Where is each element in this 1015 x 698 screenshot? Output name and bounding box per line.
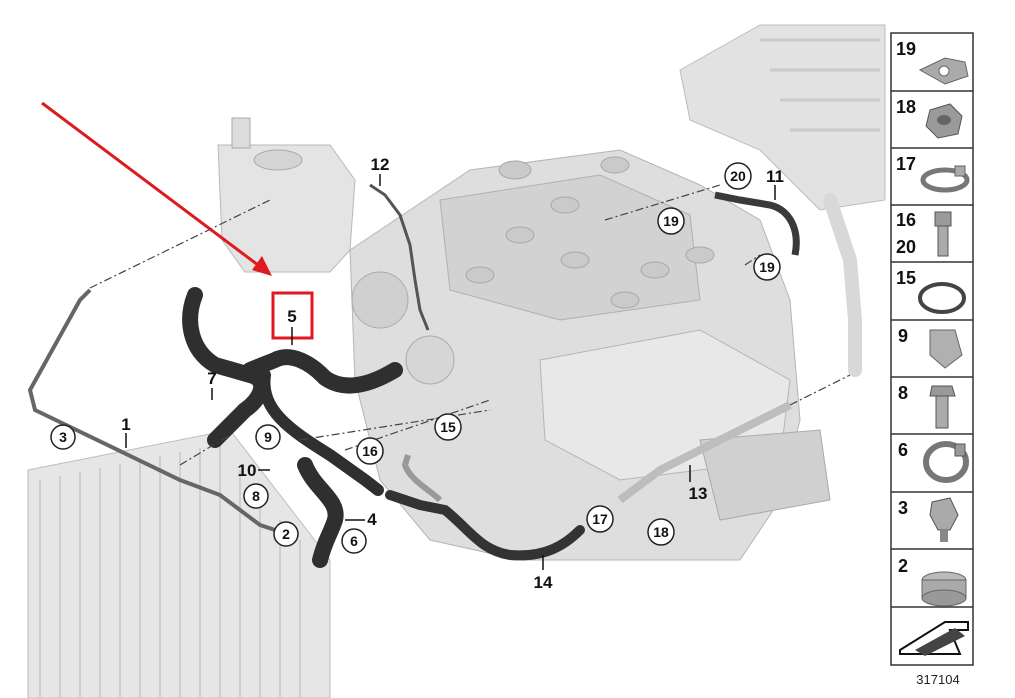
clip-icon xyxy=(929,329,963,369)
exhaust-manifold xyxy=(699,429,831,521)
callout-11: 11 xyxy=(766,167,784,186)
svg-text:6: 6 xyxy=(350,533,358,549)
pipe-part-1 xyxy=(27,288,291,537)
retainer-clip-icon xyxy=(929,497,959,542)
circle-callouts: 3 9 8 2 6 16 15 17 18 19 19 20 xyxy=(50,162,781,554)
catalog-number: 317104 xyxy=(916,672,959,687)
svg-text:15: 15 xyxy=(440,419,456,435)
legend-3: 3 xyxy=(898,498,908,518)
radiator xyxy=(27,429,331,698)
leader-lines xyxy=(89,184,851,466)
hose-part-7 xyxy=(182,287,270,448)
legend-20: 20 xyxy=(896,237,916,257)
legend-19: 19 xyxy=(896,39,916,59)
hose-part-7c xyxy=(258,369,384,496)
spring-clamp-icon xyxy=(921,571,967,607)
legend-6: 6 xyxy=(898,440,908,460)
engine-illustration xyxy=(27,24,886,698)
svg-text:9: 9 xyxy=(264,429,272,445)
callout-labels: 1 7 10 4 12 11 13 14 xyxy=(121,155,784,592)
o-ring-icon xyxy=(918,282,966,314)
gasket-icon xyxy=(918,57,969,85)
legend-18: 18 xyxy=(896,97,916,117)
pipe-part-13 xyxy=(617,401,792,504)
callout-13: 13 xyxy=(689,484,708,503)
hoses xyxy=(27,183,800,568)
bolt-icon xyxy=(934,211,952,257)
intake-housing xyxy=(679,24,886,211)
svg-text:19: 19 xyxy=(663,213,679,229)
hose-part-14 xyxy=(385,490,585,561)
legend-15: 15 xyxy=(896,268,916,288)
svg-text:19: 19 xyxy=(759,259,775,275)
callout-12: 12 xyxy=(371,155,390,174)
svg-text:18: 18 xyxy=(653,524,669,540)
hose-part-15 xyxy=(401,454,443,503)
callout-7: 7 xyxy=(207,369,216,388)
screw-icon xyxy=(929,385,956,429)
callout-10: 10 xyxy=(238,461,257,480)
callout-14: 14 xyxy=(534,573,553,592)
hose-clamp-icon xyxy=(920,165,970,193)
circle-callout-15: 15 xyxy=(434,413,462,441)
parts-legend-panel: 19 18 17 16 20 15 9 8 6 3 2 xyxy=(890,32,974,666)
pipe-part-12 xyxy=(369,183,430,331)
direction-arrow-icon xyxy=(897,617,969,661)
circle-callout-9: 9 xyxy=(255,424,281,450)
circle-callout-19a: 19 xyxy=(657,207,685,235)
legend-8: 8 xyxy=(898,383,908,403)
expansion-tank xyxy=(217,117,356,273)
svg-text:16: 16 xyxy=(362,443,378,459)
callout-4: 4 xyxy=(367,510,377,529)
legend-17: 17 xyxy=(896,154,916,174)
hose-part-4 xyxy=(297,457,344,568)
legend-2: 2 xyxy=(898,556,908,576)
circle-callout-8: 8 xyxy=(243,483,269,509)
circle-callout-6: 6 xyxy=(341,528,367,554)
pipe-part-11 xyxy=(714,191,800,256)
circle-callout-17: 17 xyxy=(586,505,614,533)
circle-callout-16: 16 xyxy=(356,437,384,465)
legend-9: 9 xyxy=(898,326,908,346)
callout-1: 1 xyxy=(121,415,130,434)
svg-text:20: 20 xyxy=(730,168,746,184)
circle-callout-18: 18 xyxy=(647,518,675,546)
svg-text:8: 8 xyxy=(252,488,260,504)
legend-16: 16 xyxy=(896,210,916,230)
pipe-right xyxy=(823,193,862,377)
circle-callout-19b: 19 xyxy=(753,253,781,281)
clamp-band-icon xyxy=(923,441,969,483)
circle-callout-2: 2 xyxy=(273,521,299,547)
svg-text:2: 2 xyxy=(282,526,290,542)
circle-callout-20: 20 xyxy=(724,162,752,190)
svg-text:17: 17 xyxy=(592,511,608,527)
circle-callout-3: 3 xyxy=(50,424,76,450)
svg-text:3: 3 xyxy=(59,429,67,445)
callout-5: 5 xyxy=(287,307,296,326)
highlight-annotation: 5 xyxy=(41,101,314,345)
hose-part-7b xyxy=(242,349,403,394)
hex-nut-icon xyxy=(925,103,963,139)
